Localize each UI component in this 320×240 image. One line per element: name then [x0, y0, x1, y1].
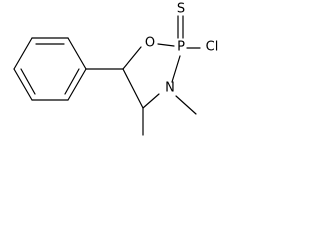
p-n-bond	[171, 55, 181, 83]
c4-c5-bond	[122, 68, 144, 109]
oxygen-atom-label: O	[145, 36, 155, 51]
ring-bond-1	[67, 37, 87, 70]
phenyl-ring	[13, 37, 87, 101]
c5-o-bond	[122, 46, 142, 70]
ring-bond-4	[13, 68, 33, 101]
ring-double-bond-2	[20, 68, 36, 95]
chlorine-atom-label: Cl	[206, 40, 219, 55]
ring-bond-6	[67, 68, 87, 101]
molecule-structure: O P S Cl N	[13, 2, 219, 136]
n-methyl-bond	[175, 95, 197, 115]
ring-bond-3	[13, 37, 33, 70]
o-p-bond	[157, 43, 175, 47]
sulfur-atom-label: S	[177, 2, 185, 17]
ring-double-bond-3	[64, 68, 80, 95]
oxazaphospholidine-ring	[122, 43, 181, 109]
n-c4-bond	[142, 93, 160, 109]
phosphorus-atom-label: P	[177, 40, 185, 55]
nitrogen-atom-label: N	[165, 81, 175, 96]
